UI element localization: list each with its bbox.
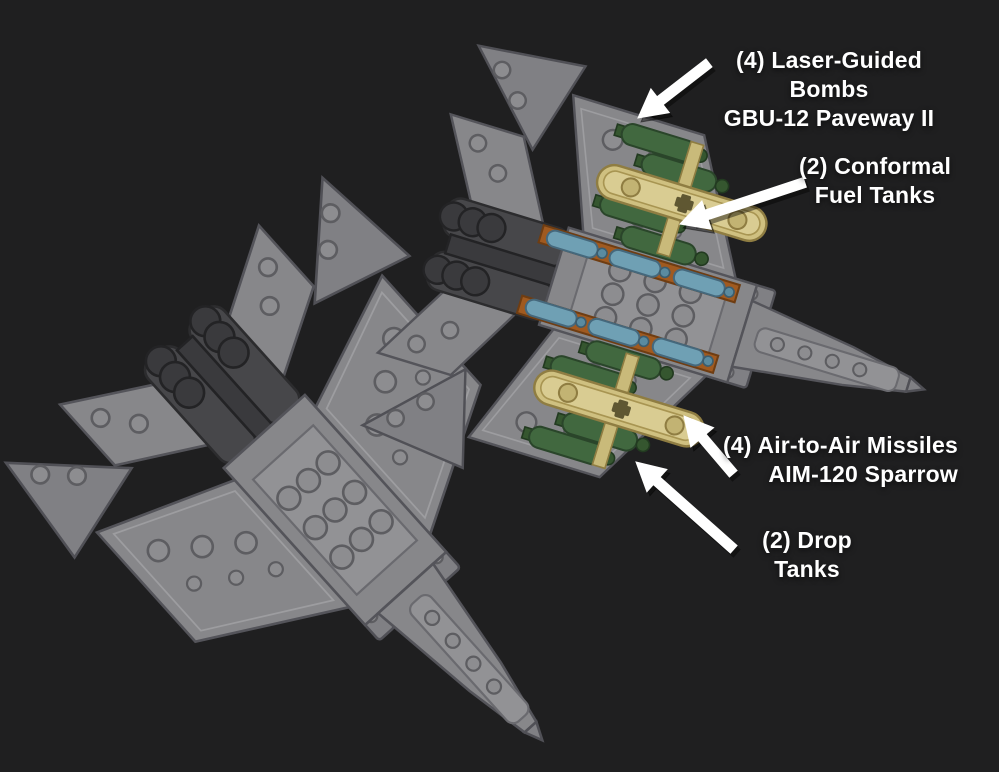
annotation-line-1: (2) Conformal [798, 153, 952, 179]
annotation-line-1: (4) Air-to-Air Missiles [722, 432, 958, 458]
arrow-conformal-fuel-tanks [678, 177, 810, 234]
annotation-line-1: (4) Laser-Guided Bombs [736, 47, 922, 102]
annotation-drop-tanks: (2) Drop Tanks [727, 526, 887, 584]
arrow-laser-guided-bombs [637, 58, 716, 123]
arrow-drop-tanks [635, 461, 741, 558]
arrow-air-to-air-missiles [683, 415, 741, 482]
annotation-conformal-fuel-tanks: (2) Conformal Fuel Tanks [795, 152, 955, 210]
annotation-line-2: Fuel Tanks [814, 182, 936, 208]
annotation-line-1: (2) Drop Tanks [762, 527, 852, 582]
annotation-air-to-air-missiles: (4) Air-to-Air Missiles AIM-120 Sparrow [718, 431, 958, 489]
annotation-line-2: GBU-12 Paveway II [723, 105, 935, 131]
annotation-laser-guided-bombs: (4) Laser-Guided Bombs GBU-12 Paveway II [698, 46, 960, 133]
annotation-line-2: AIM-120 Sparrow [768, 461, 958, 487]
